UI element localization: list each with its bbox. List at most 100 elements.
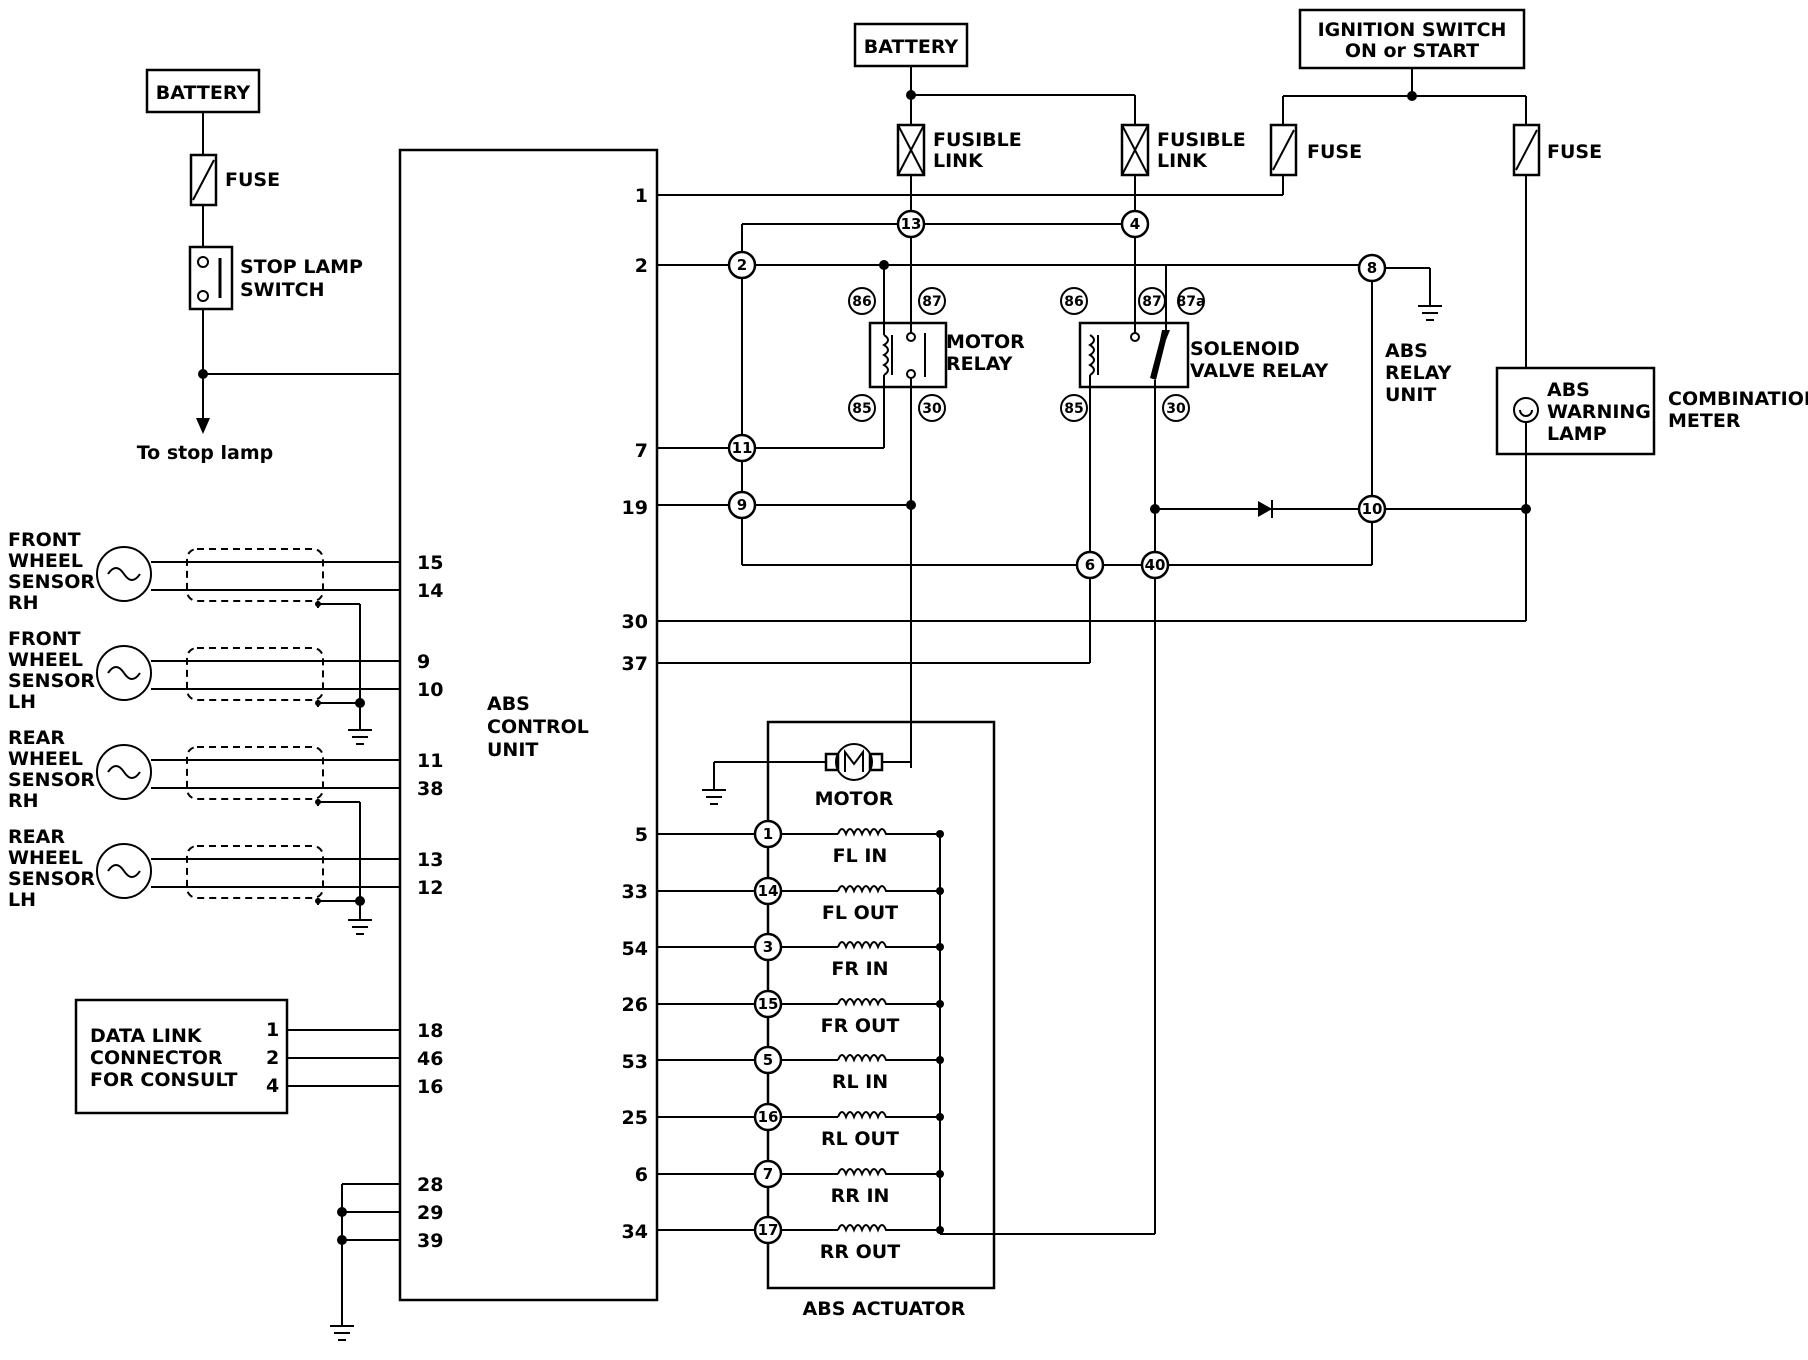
- motor-relay-terminal: [848, 394, 876, 422]
- solenoid-relay-terminal-number: 30: [1166, 401, 1186, 417]
- cu-pin-7: 7: [635, 440, 648, 462]
- actuator-terminal-number: 15: [758, 995, 779, 1013]
- stop-lamp-switch-label-2: SWITCH: [240, 279, 325, 301]
- actuator-valve: 16 RL OUT: [657, 1102, 944, 1150]
- actuator-terminal-number: 1: [763, 825, 773, 843]
- actuator-terminal: [753, 1045, 783, 1075]
- left-fuse-label: FUSE: [225, 169, 280, 191]
- relay-terminal-number: 40: [1145, 556, 1166, 574]
- data-link-connector: DATA LINK CONNECTOR FOR CONSULT 1 2 4: [74, 998, 289, 1115]
- actuator-terminal: [753, 819, 783, 849]
- actuator-terminal-number: 16: [758, 1108, 779, 1126]
- actuator-terminal: [753, 1159, 783, 1189]
- motor-relay-label-1: MOTOR: [946, 331, 1025, 353]
- wheel-sensor-label: RH: [8, 592, 39, 614]
- sensor-coil-icon: [96, 546, 152, 602]
- solenoid-relay-terminal: [1060, 287, 1088, 315]
- actuator-terminal: [753, 1215, 783, 1245]
- solenoid-coil-icon: [837, 1054, 892, 1063]
- valve-name: FL OUT: [822, 902, 898, 924]
- ignition-label-2: ON or START: [1345, 40, 1479, 62]
- wheel-sensor-label: FRONT: [8, 628, 81, 650]
- actuator-valve: 15 FR OUT: [657, 989, 944, 1037]
- cu-pin-25: 25: [622, 1107, 648, 1129]
- solenoid-relay-terminal-number: 85: [1064, 401, 1083, 417]
- combination-meter: ABS WARNING LAMP COMBINATION METER: [1495, 366, 1808, 456]
- actuator-terminal-number: 3: [763, 938, 773, 956]
- valve-name: RL OUT: [821, 1128, 899, 1150]
- cu-pin-2: 2: [635, 255, 648, 277]
- control-unit-label-1: ABS: [487, 693, 530, 715]
- valve-name: RR OUT: [820, 1241, 900, 1263]
- cu-pin-54: 54: [622, 938, 648, 960]
- cu-pin-5: 5: [635, 824, 648, 846]
- relay-unit-label-2: RELAY: [1385, 362, 1452, 384]
- actuator-valve: 7RR IN: [657, 1159, 944, 1207]
- warning-lamp-label-1: ABS: [1547, 379, 1590, 401]
- cu-pin-28: 28: [417, 1174, 443, 1196]
- cu-pin: 12: [417, 877, 443, 899]
- abs-actuator: MOTOR ABS ACTUATOR: [702, 720, 996, 1320]
- wheel-sensor-label: SENSOR: [8, 670, 95, 692]
- left-battery: BATTERY: [145, 68, 261, 114]
- shield-icon: [186, 647, 324, 701]
- valve-name: RL IN: [832, 1071, 888, 1093]
- actuator-terminal: [753, 1102, 783, 1132]
- data-link-label-2: CONNECTOR: [90, 1047, 223, 1069]
- data-link-pin-2: 2: [266, 1047, 279, 1069]
- solenoid-coil-icon: [837, 1111, 892, 1120]
- solenoid-relay-label-2: VALVE RELAY: [1190, 360, 1329, 382]
- motor-relay-terminal: [918, 394, 946, 422]
- left-fuse: FUSE: [189, 153, 280, 207]
- motor-relay-terminal: [918, 287, 946, 315]
- wheel-sensor-label: FRONT: [8, 529, 81, 551]
- solenoid-coil-icon: [837, 1168, 892, 1177]
- data-link-pin-4: 4: [266, 1075, 279, 1097]
- cu-pin-53: 53: [622, 1051, 648, 1073]
- actuator-terminal: [753, 989, 783, 1019]
- solenoid-coil-icon: [837, 998, 892, 1007]
- cu-pin-6: 6: [635, 1164, 648, 1186]
- data-link-label-3: FOR CONSULT: [90, 1069, 237, 1091]
- top-battery-label: BATTERY: [864, 36, 959, 58]
- actuator-label: ABS ACTUATOR: [803, 1298, 966, 1320]
- relay-terminal: [727, 490, 757, 520]
- ignition-label-1: IGNITION SWITCH: [1318, 19, 1507, 41]
- cu-right-pins: 1 2 7 19 30 37 5 33 54 26 53 25 6 34: [622, 185, 648, 1243]
- wheel-sensor-label: WHEEL: [8, 550, 83, 572]
- actuator-motor-label: MOTOR: [815, 788, 894, 810]
- wheel-sensor-label: LH: [8, 691, 36, 713]
- wheel-sensor-label: SENSOR: [8, 868, 95, 890]
- ignition-fuse-1-label: FUSE: [1307, 141, 1362, 163]
- cu-pin: 10: [417, 679, 443, 701]
- relay-terminal: [1357, 494, 1387, 524]
- control-unit-label-2: CONTROL: [487, 716, 589, 738]
- fusible-link-2-label-2: LINK: [1157, 150, 1208, 172]
- motor-relay-terminal-number: 86: [852, 294, 871, 310]
- top-battery: BATTERY: [853, 22, 969, 68]
- cu-pin-18: 18: [417, 1020, 443, 1042]
- fusible-link-2: FUSIBLE LINK: [1120, 123, 1246, 177]
- relay-terminal-number: 8: [1367, 259, 1377, 277]
- relay-terminal-number: 6: [1085, 556, 1095, 574]
- cu-pin: 14: [417, 580, 443, 602]
- cu-pin-1: 1: [635, 185, 648, 207]
- data-link-label-1: DATA LINK: [90, 1025, 203, 1047]
- wheel-sensor-label: SENSOR: [8, 571, 95, 593]
- sensor-coil-icon: [96, 645, 152, 701]
- relay-terminal-number: 4: [1130, 215, 1140, 233]
- control-unit-label-3: UNIT: [487, 739, 538, 761]
- control-unit-ground: 28 29 39: [330, 1174, 443, 1341]
- cu-pin-29: 29: [417, 1202, 443, 1224]
- wheel-sensor-label: REAR: [8, 826, 65, 848]
- fusible-link-1-label-2: LINK: [933, 150, 984, 172]
- wheel-sensor-label: WHEEL: [8, 649, 83, 671]
- actuator-terminal-number: 17: [758, 1221, 779, 1239]
- solenoid-relay-terminal-number: 86: [1064, 294, 1083, 310]
- valve-name: FR OUT: [821, 1015, 900, 1037]
- warning-lamp-label-3: LAMP: [1547, 423, 1607, 445]
